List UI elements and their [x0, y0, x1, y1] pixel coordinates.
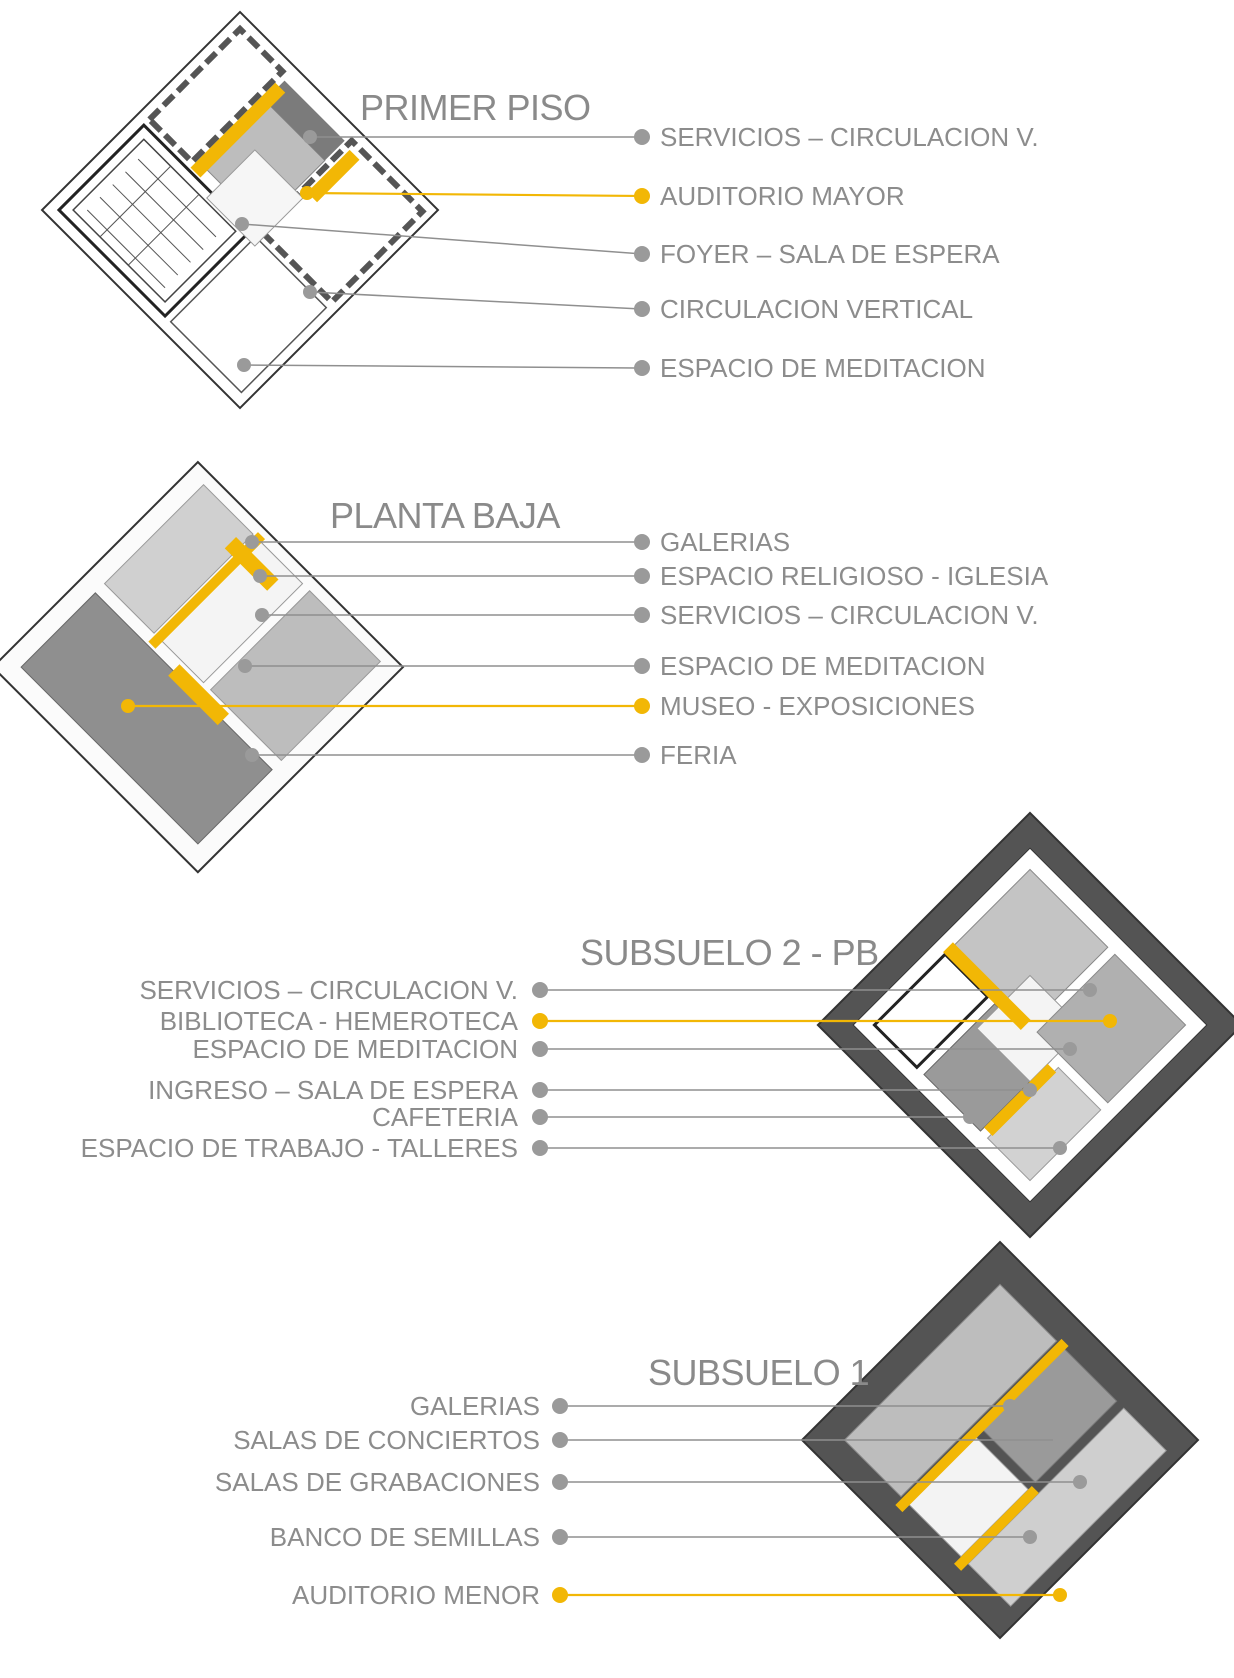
- leader-dot: [634, 188, 650, 204]
- plan-anchor-dot: [238, 659, 252, 673]
- plan-anchor-dot: [121, 699, 135, 713]
- program-label: FOYER – SALA DE ESPERA: [660, 239, 1000, 269]
- section-title: PLANTA BAJA: [330, 495, 560, 536]
- program-label: SALAS DE CONCIERTOS: [233, 1425, 540, 1455]
- leader-dot: [532, 1013, 548, 1029]
- leader-dot: [634, 534, 650, 550]
- leader-dot: [552, 1474, 568, 1490]
- plan-anchor-dot: [303, 130, 317, 144]
- leader-line: [309, 291, 643, 310]
- leader-line: [243, 364, 643, 369]
- plan-anchor-dot: [1063, 1042, 1077, 1056]
- leader-dot: [532, 1082, 548, 1098]
- plan-anchor-dot: [963, 1110, 977, 1124]
- leader-dot: [552, 1529, 568, 1545]
- program-label: CIRCULACION VERTICAL: [660, 294, 973, 324]
- program-label: SALAS DE GRABACIONES: [215, 1467, 540, 1497]
- plan-anchor-dot: [1023, 1530, 1037, 1544]
- program-label: AUDITORIO MAYOR: [660, 181, 905, 211]
- leader-dot: [532, 1041, 548, 1057]
- program-label: AUDITORIO MENOR: [292, 1580, 540, 1610]
- leader-dot: [532, 1140, 548, 1156]
- annotation-layer: PRIMER PISO SERVICIOS – CIRCULACION V. AUD…: [81, 87, 1117, 1610]
- program-label: CAFETERIA: [372, 1102, 519, 1132]
- program-label: ESPACIO DE MEDITACION: [660, 353, 986, 383]
- leader-dot: [634, 301, 650, 317]
- section-title: SUBSUELO 1: [648, 1352, 869, 1393]
- program-label: ESPACIO DE MEDITACION: [660, 651, 986, 681]
- plan-anchor-dot: [303, 285, 317, 299]
- leader-dot: [634, 246, 650, 262]
- plan-anchor-dot: [1053, 1588, 1067, 1602]
- plan-subsuelo-2-site: [816, 811, 1234, 1239]
- section-annotations: PRIMER PISO SERVICIOS – CIRCULACION V. AUD…: [235, 87, 1039, 383]
- program-label: INGRESO – SALA DE ESPERA: [148, 1075, 519, 1105]
- plan-anchor-dot: [1083, 983, 1097, 997]
- plan-anchor-dot: [237, 358, 251, 372]
- plan-anchor-dot: [1023, 1083, 1037, 1097]
- leader-dot: [552, 1432, 568, 1448]
- leader-dot: [634, 658, 650, 674]
- leader-dot: [634, 568, 650, 584]
- plan-subsuelo-2-pb: [816, 811, 1234, 1239]
- program-label: SERVICIOS – CIRCULACION V.: [139, 975, 518, 1005]
- plan-anchor-dot: [1003, 1399, 1017, 1413]
- program-label: BANCO DE SEMILLAS: [270, 1522, 540, 1552]
- program-label: MUSEO - EXPOSICIONES: [660, 691, 975, 721]
- section-title: SUBSUELO 2 - PB: [580, 932, 879, 973]
- plan-anchor-dot: [1073, 1475, 1087, 1489]
- plan-anchor-dot: [300, 186, 314, 200]
- leader-dot: [634, 607, 650, 623]
- plan-anchor-dot: [255, 608, 269, 622]
- program-label: ESPACIO RELIGIOSO - IGLESIA: [660, 561, 1049, 591]
- program-label: ESPACIO DE TRABAJO - TALLERES: [81, 1133, 518, 1163]
- plan-primer-piso: [40, 10, 440, 410]
- plan-anchor-dot: [1103, 1014, 1117, 1028]
- plan-anchor-dot: [1053, 1433, 1067, 1447]
- program-label: FERIA: [660, 740, 737, 770]
- plan-planta-baja-site: [0, 460, 405, 874]
- section-annotations: SUBSUELO 1 GALERIAS SALAS DE CONCIERTOS SAL…: [215, 1352, 1087, 1610]
- plan-anchor-dot: [253, 569, 267, 583]
- leader-dot: [634, 698, 650, 714]
- program-label: GALERIAS: [410, 1391, 540, 1421]
- section-annotations: PLANTA BAJA GALERIAS ESPACIO RELIGIOSO - I…: [121, 495, 1049, 770]
- section-annotations: SUBSUELO 2 - PB SERVICIOS – CIRCULACION V…: [81, 932, 1117, 1163]
- leader-dot: [634, 747, 650, 763]
- plan-planta-baja: [0, 460, 405, 874]
- program-label: BIBLIOTECA - HEMEROTECA: [160, 1006, 519, 1036]
- plan-primer-piso-site: [40, 10, 440, 410]
- leader-dot: [634, 129, 650, 145]
- program-label: SERVICIOS – CIRCULACION V.: [660, 122, 1039, 152]
- leader-dot: [634, 360, 650, 376]
- leader-dot: [532, 1109, 548, 1125]
- plan-anchor-dot: [1053, 1141, 1067, 1155]
- leader-line: [241, 223, 643, 255]
- program-label: SERVICIOS – CIRCULACION V.: [660, 600, 1039, 630]
- leader-line: [306, 191, 643, 198]
- plan-anchor-dot: [235, 217, 249, 231]
- leader-dot: [552, 1587, 568, 1603]
- plan-anchor-dot: [245, 748, 259, 762]
- program-label: ESPACIO DE MEDITACION: [192, 1034, 518, 1064]
- leader-dot: [532, 982, 548, 998]
- program-label: GALERIAS: [660, 527, 790, 557]
- section-title: PRIMER PISO: [360, 87, 591, 128]
- leader-dot: [552, 1398, 568, 1414]
- plan-anchor-dot: [245, 535, 259, 549]
